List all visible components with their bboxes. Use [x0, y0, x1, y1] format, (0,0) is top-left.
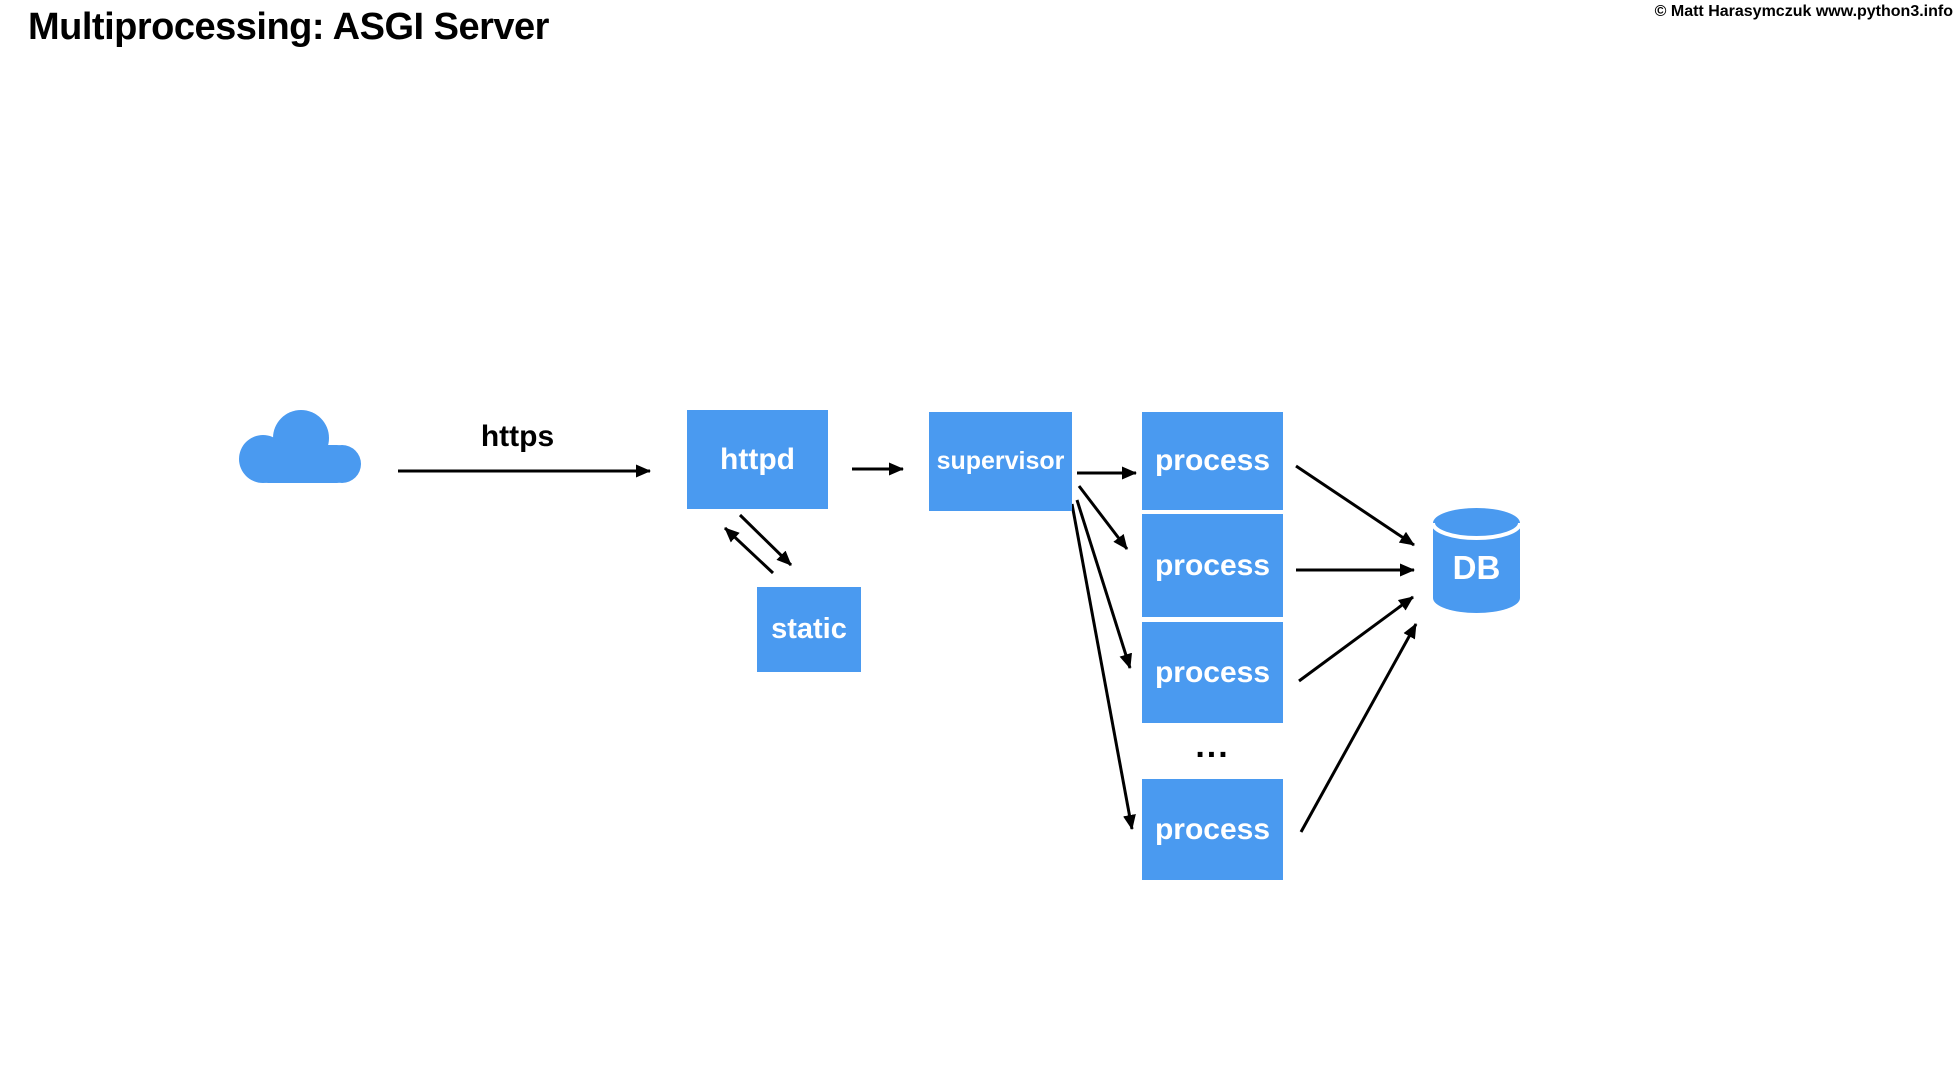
page-title: Multiprocessing: ASGI Server: [28, 6, 549, 48]
node-supervisor: supervisor: [929, 412, 1072, 511]
node-process-1: process: [1142, 412, 1283, 510]
arrow-supervisor-to-process-4: [1070, 503, 1136, 830]
node-process-4: process: [1142, 779, 1283, 880]
node-process-3: process: [1142, 622, 1283, 723]
arrow-process-4-to-db: [1299, 623, 1418, 833]
node-process-2: process: [1142, 514, 1283, 617]
more-processes-ellipsis: ...: [1195, 727, 1230, 765]
arrow-supervisor-to-process-3: [1075, 499, 1132, 669]
db-cylinder-icon: [1431, 508, 1522, 613]
cloud-icon: [239, 410, 361, 483]
copyright-notice: © Matt Harasymczuk www.python3.info: [1654, 3, 1953, 20]
https-edge-label: https: [480, 420, 555, 453]
arrow-httpd-to-static: [738, 513, 793, 567]
arrow-process-3-to-db: [1298, 595, 1414, 683]
node-static: static: [757, 587, 861, 672]
arrow-process-1-to-db: [1295, 464, 1415, 547]
node-httpd: httpd: [687, 410, 828, 509]
db-label: DB: [1452, 549, 1501, 586]
arrow-static-to-httpd: [723, 526, 775, 575]
arrow-supervisor-to-process-2: [1077, 485, 1129, 550]
